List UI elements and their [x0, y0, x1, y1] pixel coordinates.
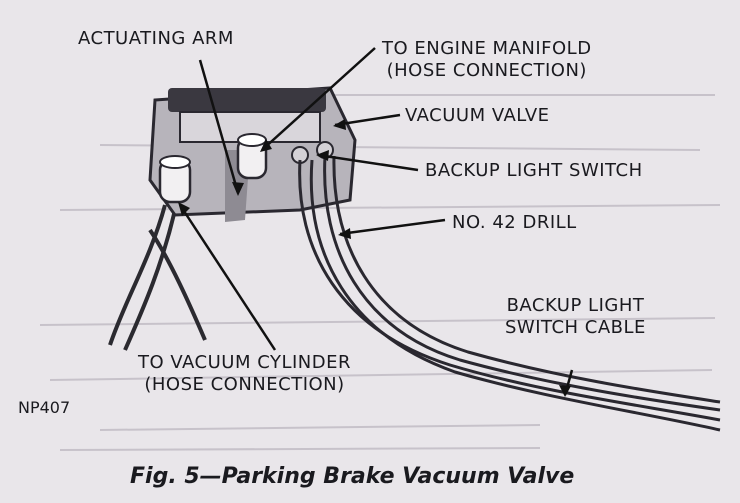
label-vacuum-cylinder-line2: (HOSE CONNECTION)	[144, 374, 345, 395]
valve-body	[148, 86, 357, 222]
hose-nipple-vacuum-cylinder	[158, 155, 192, 204]
label-engine-manifold-line2: (HOSE CONNECTION)	[386, 60, 587, 81]
leader-arrowheads	[178, 119, 571, 397]
hose-nipple-engine-manifold	[236, 133, 268, 180]
label-vacuum-cylinder: TO VACUUM CYLINDER (HOSE CONNECTION)	[138, 352, 351, 396]
label-no42-drill: NO. 42 DRILL	[452, 212, 577, 233]
figure-caption: Fig. 5—Parking Brake Vacuum Valve	[130, 464, 575, 489]
label-vacuum-valve: VACUUM VALVE	[405, 105, 550, 126]
leader-lines	[178, 47, 574, 396]
label-engine-manifold: TO ENGINE MANIFOLD (HOSE CONNECTION)	[382, 38, 592, 82]
figure-number: NP407	[18, 398, 71, 417]
label-actuating-arm: ACTUATING ARM	[78, 28, 234, 49]
label-switch-cable-line2: SWITCH CABLE	[505, 317, 646, 338]
label-switch-cable-line1: BACKUP LIGHT	[506, 295, 645, 316]
backup-light-switch-cable	[298, 155, 721, 432]
bracket-arms	[108, 204, 207, 351]
label-backup-light-switch-cable: BACKUP LIGHT SWITCH CABLE	[505, 295, 646, 339]
label-backup-light-switch: BACKUP LIGHT SWITCH	[425, 160, 643, 181]
label-engine-manifold-line1: TO ENGINE MANIFOLD	[382, 38, 592, 59]
label-vacuum-cylinder-line1: TO VACUUM CYLINDER	[138, 352, 352, 373]
